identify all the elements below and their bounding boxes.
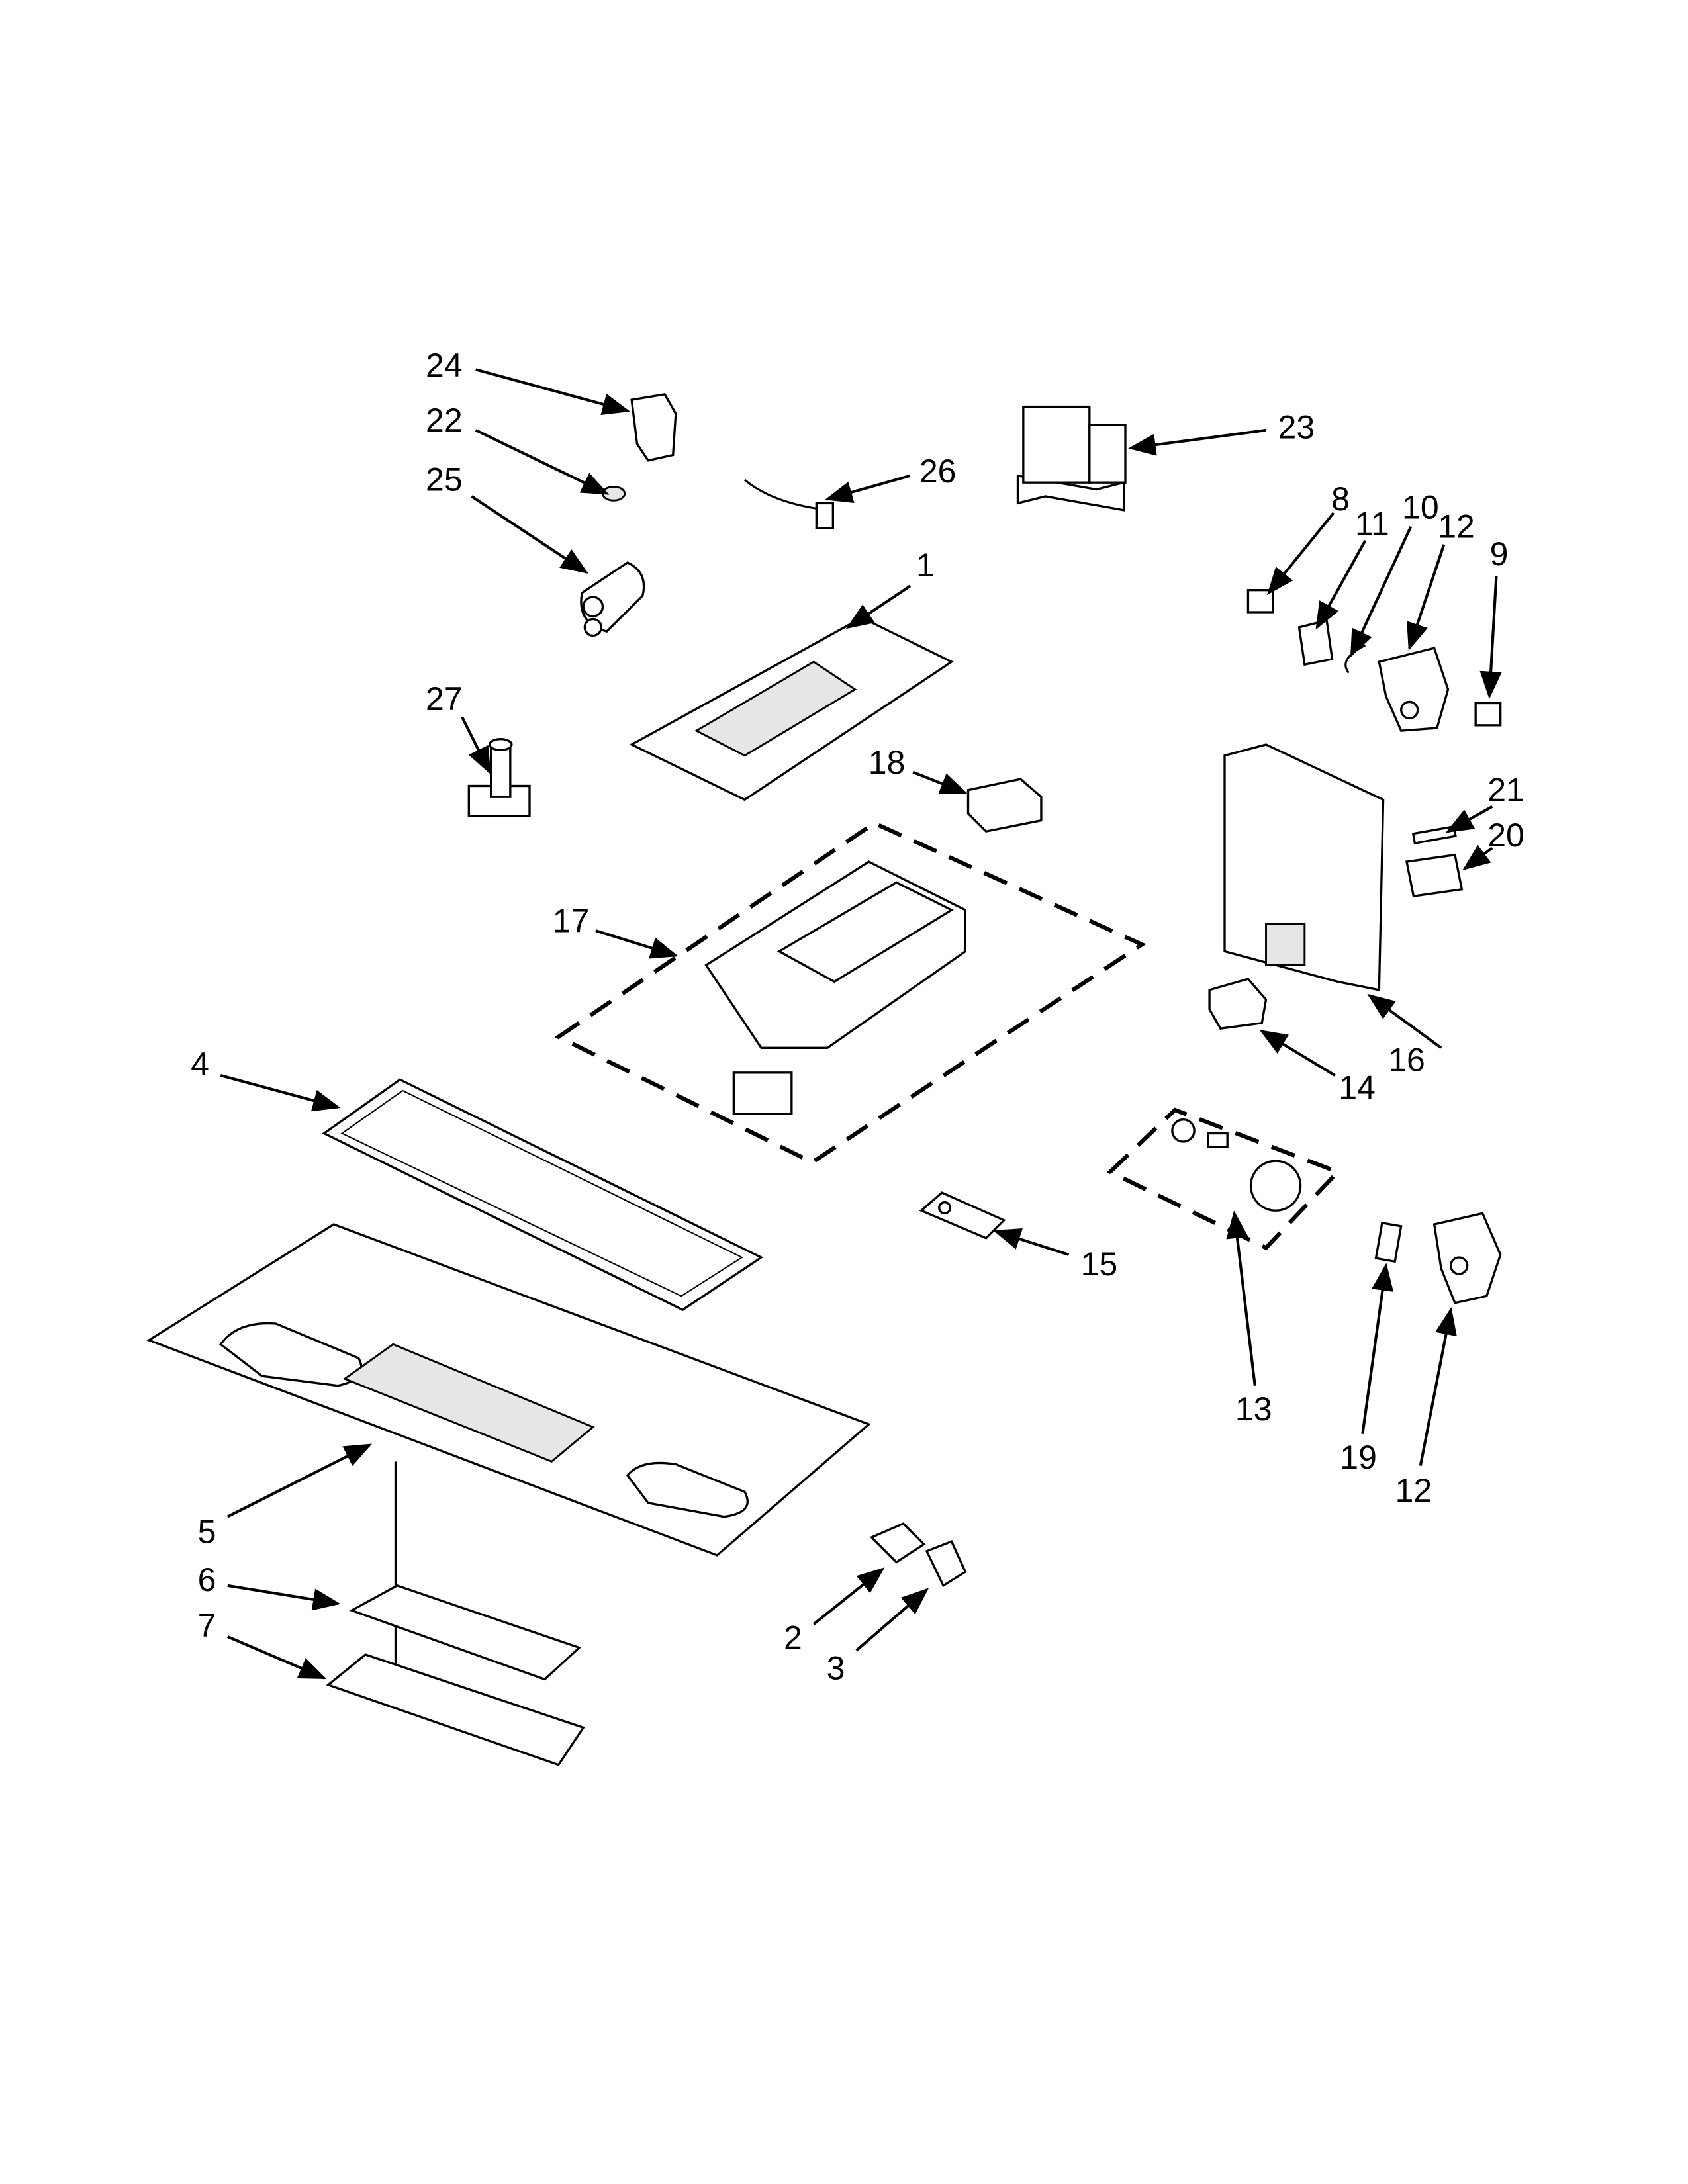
part-18-relay: [966, 778, 1043, 833]
callout-12-top: 12: [1438, 508, 1475, 545]
callout-1: 1: [916, 547, 935, 584]
part-12-latch-holder-top: [1378, 647, 1450, 732]
part-2-light-socket: [869, 1522, 926, 1564]
part-1-base-plate: [629, 616, 954, 801]
callout-18: 18: [868, 744, 906, 781]
callout-16: 16: [1388, 1042, 1425, 1079]
part-11-switch: [1297, 619, 1334, 666]
callout-27: 27: [426, 680, 463, 717]
callout-17: 17: [553, 902, 590, 939]
callout-2: 2: [784, 1619, 802, 1657]
callout-14: 14: [1338, 1069, 1376, 1106]
part-27-tube: [467, 738, 531, 817]
group-outline-13: [1106, 1107, 1342, 1251]
part-12-latch-holder-bottom: [1432, 1212, 1502, 1304]
part-17-air-duct: [704, 860, 966, 1116]
part-16-control-bracket: [1223, 743, 1385, 991]
callout-26: 26: [919, 453, 957, 490]
part-14-module: [1208, 978, 1268, 1030]
callout-3: 3: [827, 1650, 845, 1687]
part-7-frame: [326, 1653, 585, 1766]
callout-8: 8: [1331, 480, 1350, 518]
part-9-switch: [1474, 702, 1502, 727]
part-3-light-socket: [925, 1540, 967, 1588]
group-outline-17: [554, 821, 1147, 1165]
part-24-bracket: [630, 392, 677, 462]
callout-15: 15: [1081, 1246, 1118, 1283]
part-13-assembly: [1171, 1118, 1302, 1212]
part-5-bottom-plate: [146, 1223, 871, 1557]
part-6-cover: [349, 1584, 582, 1681]
part-20-fuse-holder: [1405, 853, 1464, 898]
callout-9: 9: [1490, 535, 1509, 572]
callout-23: 23: [1278, 409, 1315, 446]
callout-4: 4: [191, 1046, 209, 1083]
callout-12-bottom: 12: [1395, 1472, 1432, 1509]
part-4-filter: [322, 1078, 764, 1312]
part-25-capacitor: [580, 561, 645, 637]
callout-13: 13: [1235, 1390, 1272, 1428]
part-26-wire-harness: [743, 478, 835, 529]
callout-10: 10: [1402, 488, 1439, 525]
callout-24: 24: [426, 347, 463, 384]
part-21-fuse: [1411, 825, 1457, 844]
callout-22: 22: [426, 402, 463, 439]
callout-7: 7: [198, 1607, 216, 1644]
part-19-switch: [1374, 1221, 1403, 1263]
callout-21: 21: [1487, 771, 1524, 808]
callout-5: 5: [198, 1513, 216, 1550]
leader-arrows: [220, 368, 1502, 1680]
callout-6: 6: [198, 1561, 216, 1598]
callout-11: 11: [1355, 505, 1389, 542]
part-15-plate: [919, 1191, 1006, 1240]
callout-20: 20: [1487, 817, 1524, 854]
part-23-transformer: [1016, 405, 1127, 512]
callout-25: 25: [426, 461, 463, 498]
part-8-switch: [1246, 589, 1274, 614]
callout-19: 19: [1340, 1439, 1377, 1476]
